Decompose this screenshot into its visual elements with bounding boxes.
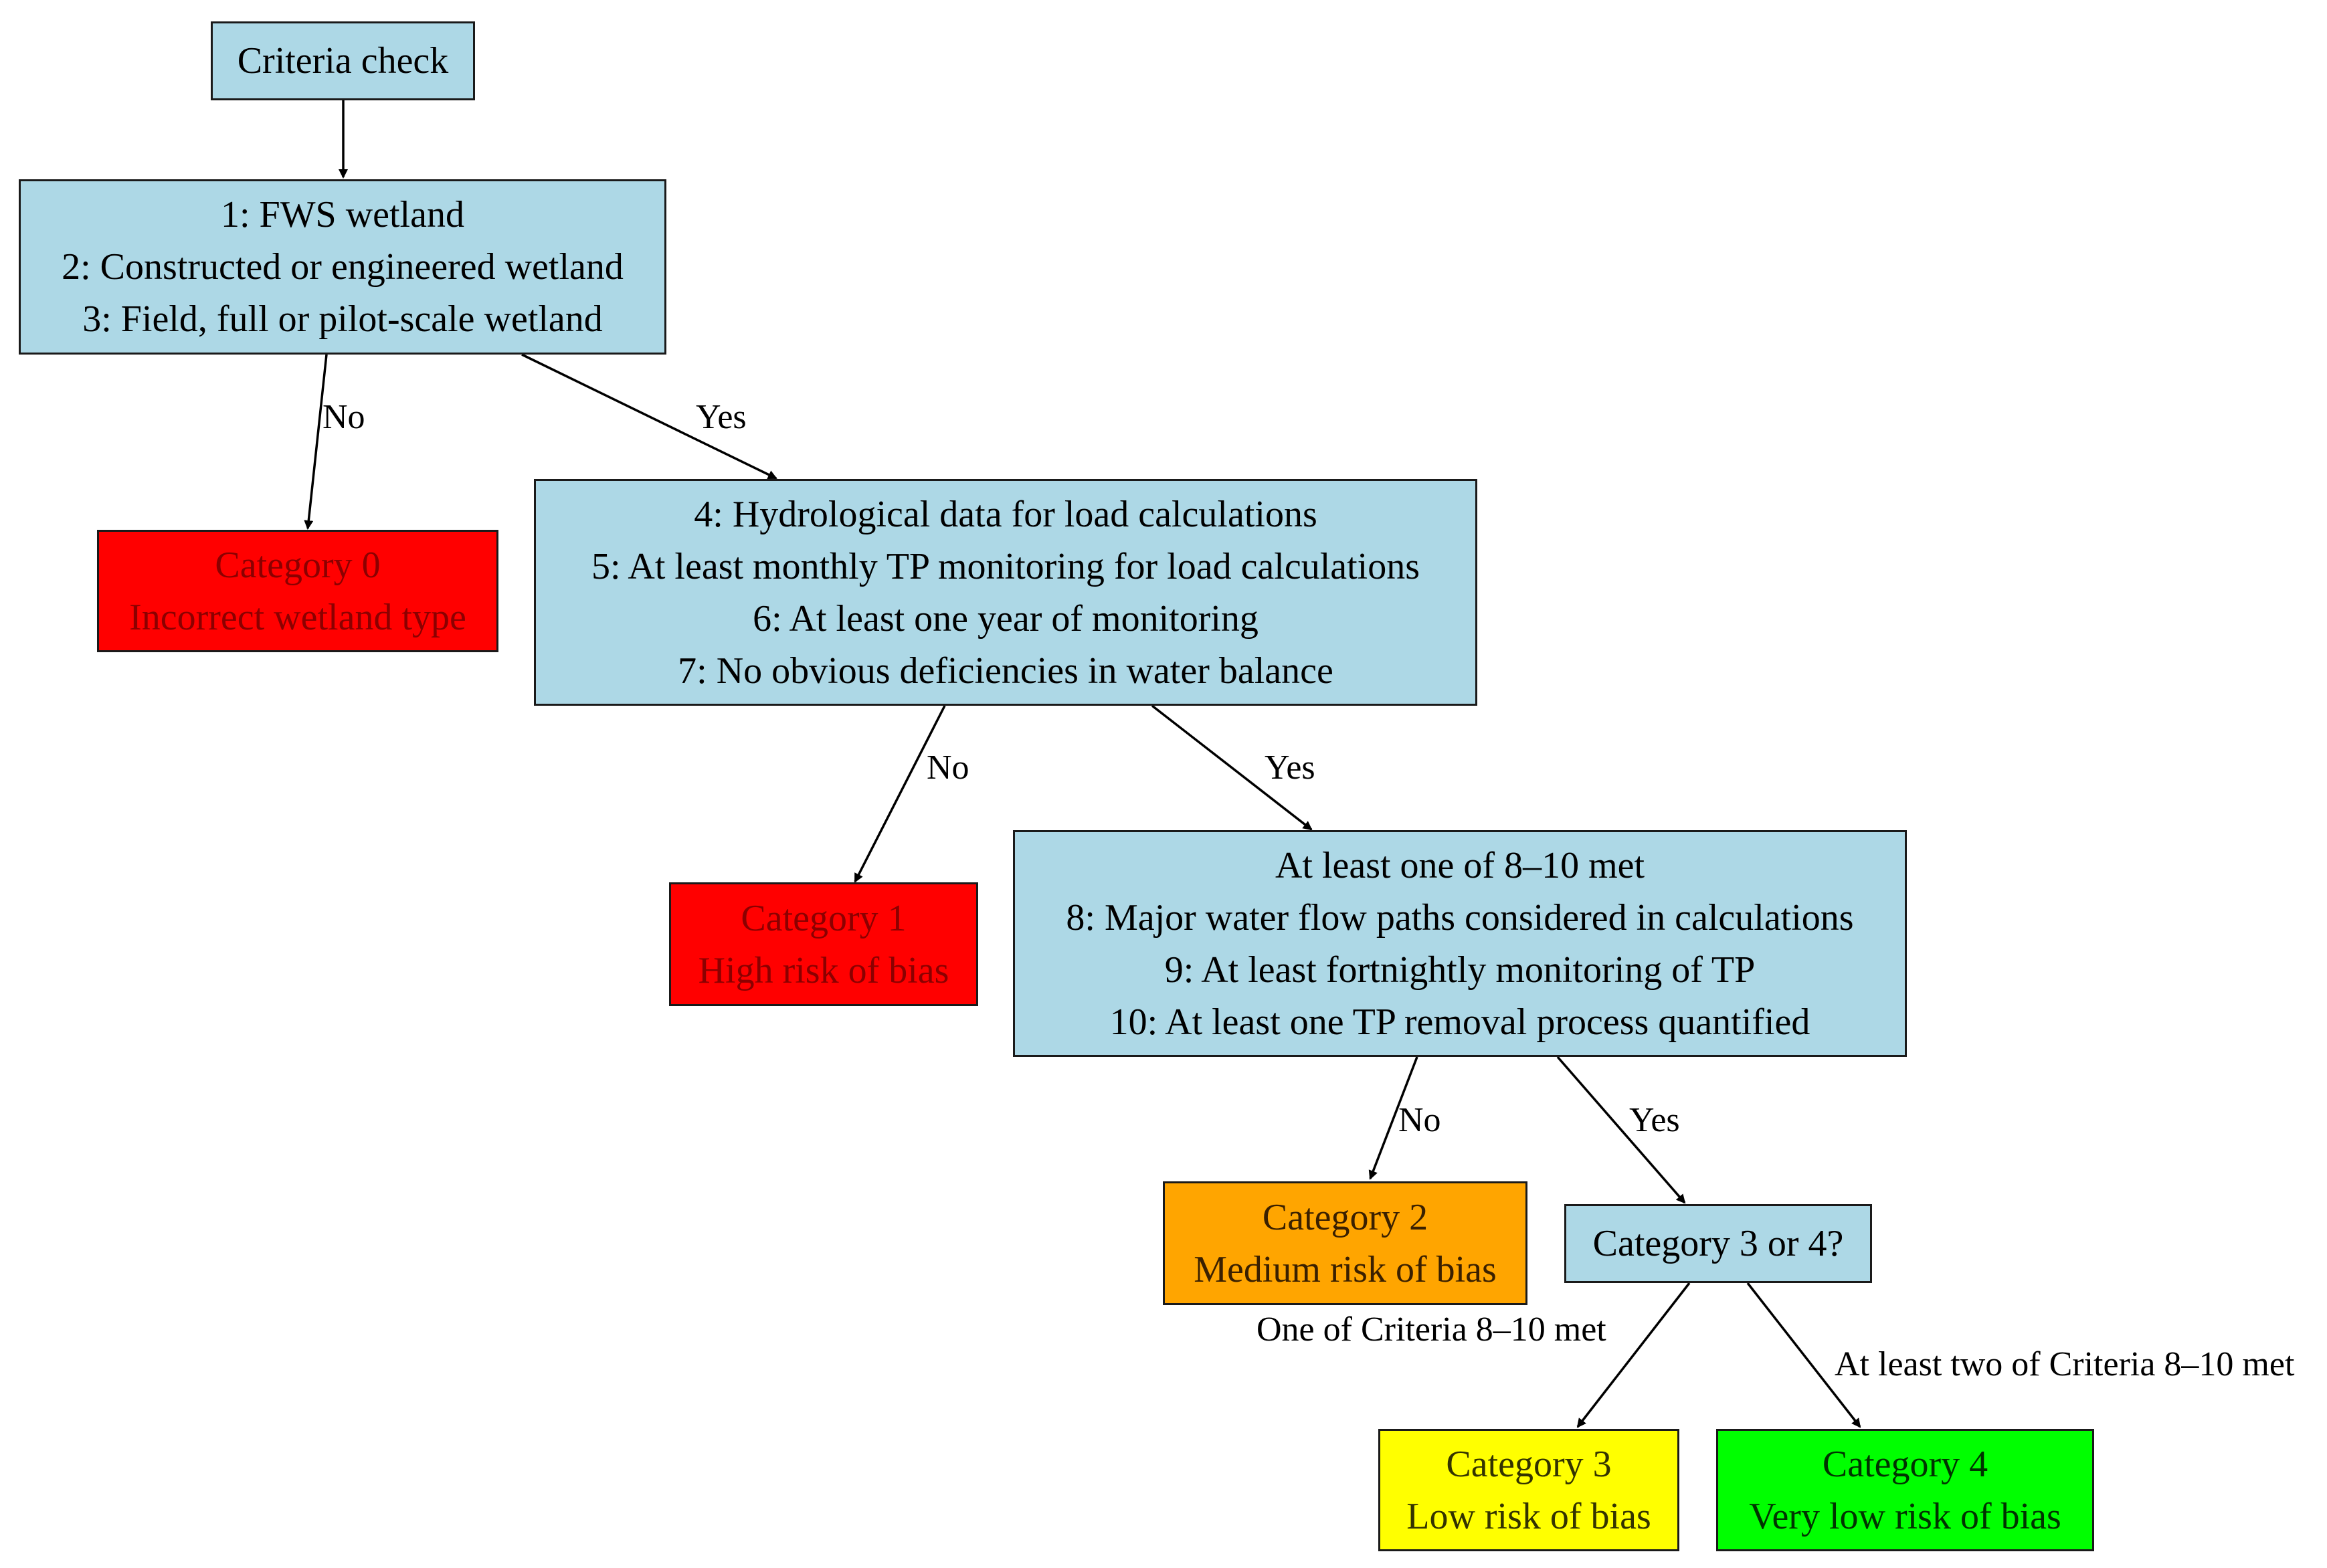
category-0-title: Category 0 — [215, 544, 381, 586]
category-1-title: Category 1 — [741, 897, 907, 939]
criterion-4: 4: Hydrological data for load calculatio… — [694, 493, 1317, 535]
criterion-7: 7: No obvious deficiencies in water bala… — [678, 650, 1333, 692]
node-criteria-check-label: Criteria check — [237, 40, 449, 82]
edge-one-met-category-3 — [1576, 1282, 1691, 1428]
edge-no-category-1 — [854, 705, 946, 883]
edge-two-met-category-4 — [1746, 1282, 1861, 1428]
edge-no-category-2 — [1368, 1056, 1418, 1180]
node-category-3-or-4: Category 3 or 4? — [1564, 1204, 1872, 1283]
edge-label-no-1: No — [322, 398, 365, 436]
node-category-1: Category 1 High risk of bias — [669, 882, 978, 1006]
edge-label-one-met: One of Criteria 8–10 met — [1256, 1310, 1606, 1349]
edge-yes-category-3-or-4 — [1556, 1056, 1686, 1204]
criterion-6: 6: At least one year of monitoring — [753, 597, 1259, 640]
node-category-0: Category 0 Incorrect wetland type — [97, 530, 498, 652]
edge-label-no-2: No — [927, 749, 969, 787]
category-0-description: Incorrect wetland type — [129, 596, 466, 638]
edge-label-two-met: At least two of Criteria 8–10 met — [1835, 1345, 2295, 1383]
criterion-8: 8: Major water flow paths considered in … — [1066, 896, 1854, 939]
node-criteria-1-3: 1: FWS wetland 2: Constructed or enginee… — [19, 179, 666, 355]
node-category-2: Category 2 Medium risk of bias — [1163, 1181, 1527, 1305]
category-3-or-4-label: Category 3 or 4? — [1592, 1223, 1844, 1264]
criterion-2: 2: Constructed or engineered wetland — [62, 246, 624, 288]
node-category-4: Category 4 Very low risk of bias — [1716, 1429, 2094, 1551]
edge-yes-criteria-4-7 — [521, 353, 777, 480]
category-3-description: Low risk of bias — [1406, 1495, 1651, 1537]
criterion-5: 5: At least monthly TP monitoring for lo… — [591, 545, 1420, 587]
category-2-title: Category 2 — [1262, 1196, 1428, 1238]
criterion-10: 10: At least one TP removal process quan… — [1109, 1001, 1810, 1043]
criterion-9: 9: At least fortnightly monitoring of TP — [1164, 949, 1756, 991]
edge-no-category-0 — [304, 354, 328, 530]
category-4-description: Very low risk of bias — [1749, 1495, 2061, 1537]
edge-label-yes-3: Yes — [1629, 1101, 1680, 1139]
criteria-8-10-heading: At least one of 8–10 met — [1275, 844, 1645, 886]
category-4-title: Category 4 — [1822, 1443, 1988, 1485]
node-category-3: Category 3 Low risk of bias — [1378, 1429, 1679, 1551]
edge-label-yes-1: Yes — [696, 398, 747, 436]
category-1-description: High risk of bias — [698, 949, 949, 991]
criterion-3: 3: Field, full or pilot-scale wetland — [82, 298, 603, 340]
category-3-title: Category 3 — [1446, 1443, 1612, 1485]
node-criteria-check: Criteria check — [211, 21, 475, 100]
edge-label-yes-2: Yes — [1265, 749, 1315, 787]
category-2-description: Medium risk of bias — [1194, 1248, 1497, 1290]
node-criteria-4-7: 4: Hydrological data for load calculatio… — [534, 479, 1477, 706]
criterion-1: 1: FWS wetland — [221, 194, 464, 235]
edge-yes-criteria-8-10 — [1151, 704, 1313, 831]
node-criteria-8-10: At least one of 8–10 met 8: Major water … — [1013, 830, 1907, 1057]
edge-label-no-3: No — [1398, 1101, 1441, 1139]
